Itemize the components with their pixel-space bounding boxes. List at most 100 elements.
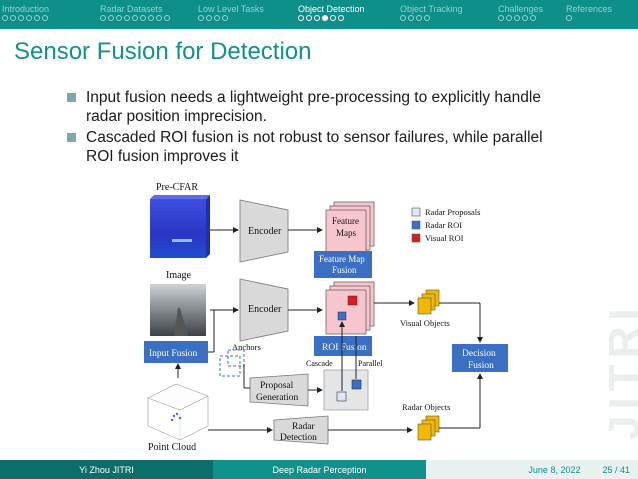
visual-objects-label: Visual Objects xyxy=(400,318,450,328)
nav-slide-dot[interactable] xyxy=(26,15,32,21)
nav-slide-dot[interactable] xyxy=(298,15,304,21)
nav-slide-dot[interactable] xyxy=(42,15,48,21)
nav-section-5[interactable]: Challenges xyxy=(498,0,594,29)
footer-bar: Yi Zhou JITRI Deep Radar Perception June… xyxy=(0,460,638,479)
decision-fusion-label: Decision xyxy=(462,349,496,359)
nav-section-4[interactable]: Object Tracking xyxy=(400,0,496,29)
nav-section-label[interactable]: Introduction xyxy=(2,4,50,14)
footer-meta: June 8, 2022 25 / 41 xyxy=(426,460,638,479)
nav-section-dots xyxy=(100,15,170,21)
proposal-generation-label: Generation xyxy=(256,393,298,403)
nav-slide-dot[interactable] xyxy=(522,15,528,21)
nav-section-label[interactable]: Low Level Tasks xyxy=(198,4,264,14)
nav-slide-dot[interactable] xyxy=(116,15,122,21)
bullet-item: Cascaded ROI fusion is not robust to sen… xyxy=(66,128,566,166)
nav-slide-dot[interactable] xyxy=(424,15,430,21)
pre-cfar-label: Pre-CFAR xyxy=(156,182,198,193)
slide-title: Sensor Fusion for Detection xyxy=(14,38,312,65)
nav-section-label[interactable]: Object Tracking xyxy=(400,4,463,14)
nav-slide-dot[interactable] xyxy=(222,15,228,21)
nav-slide-dot[interactable] xyxy=(132,15,138,21)
image-label: Image xyxy=(166,270,192,281)
legend-item: Visual ROI xyxy=(425,233,464,243)
nav-slide-dot[interactable] xyxy=(18,15,24,21)
nav-slide-dot[interactable] xyxy=(416,15,422,21)
nav-slide-dot[interactable] xyxy=(498,15,504,21)
nav-section-1[interactable]: Radar Datasets xyxy=(100,0,196,29)
nav-slide-dot[interactable] xyxy=(100,15,106,21)
proposal-generation-block xyxy=(249,373,309,407)
radar-detection-label: Radar xyxy=(292,422,316,432)
radar-objects-label: Radar Objects xyxy=(402,402,450,412)
nav-slide-dot[interactable] xyxy=(10,15,16,21)
decision-fusion-label: Fusion xyxy=(468,361,494,371)
nav-section-3[interactable]: Object Detection xyxy=(298,0,394,29)
pre-cfar-image xyxy=(150,195,210,258)
nav-slide-dot[interactable] xyxy=(330,15,336,21)
radar-detection-block xyxy=(273,415,329,445)
footer-talk-title: Deep Radar Perception xyxy=(213,460,426,479)
encoder-block-top xyxy=(239,199,289,263)
anchors-icon xyxy=(219,349,245,377)
nav-slide-dot[interactable] xyxy=(108,15,114,21)
feature-maps-label: Feature xyxy=(332,216,359,226)
nav-slide-dot[interactable] xyxy=(400,15,406,21)
bullet-list: Input fusion needs a lightweight pre-pro… xyxy=(66,88,566,168)
nav-slide-dot[interactable] xyxy=(514,15,520,21)
nav-section-dots xyxy=(298,15,344,21)
footer-page-number: 25 / 41 xyxy=(602,464,630,475)
nav-section-label[interactable]: References xyxy=(566,4,613,14)
feature-maps-label: Maps xyxy=(336,228,356,238)
nav-slide-dot[interactable] xyxy=(214,15,220,21)
footer-date: June 8, 2022 xyxy=(528,464,581,475)
feature-map-fusion-box xyxy=(314,251,372,278)
input-fusion-label: Input Fusion xyxy=(149,349,198,359)
nav-slide-dot[interactable] xyxy=(506,15,512,21)
nav-section-dots xyxy=(400,15,430,21)
nav-slide-dot[interactable] xyxy=(206,15,212,21)
nav-section-label[interactable]: Challenges xyxy=(498,4,544,14)
visual-objects-stack xyxy=(417,289,440,315)
bullet-item: Input fusion needs a lightweight pre-pro… xyxy=(66,88,566,126)
nav-section-label[interactable]: Object Detection xyxy=(298,4,365,14)
nav-section-0[interactable]: Introduction xyxy=(2,0,98,29)
decision-fusion-box xyxy=(452,344,508,372)
nav-section-6[interactable]: References xyxy=(566,0,638,29)
anchors-label: Anchors xyxy=(232,342,261,352)
nav-slide-dot[interactable] xyxy=(198,15,204,21)
point-cloud-label: Point Cloud xyxy=(148,442,196,453)
nav-slide-dot[interactable] xyxy=(338,15,344,21)
camera-image xyxy=(150,284,206,336)
nav-slide-dot[interactable] xyxy=(530,15,536,21)
footer-author: Yi Zhou JITRI xyxy=(0,460,213,479)
proposal-generation-label: Proposal xyxy=(260,381,294,391)
feature-map-fusion-label: Feature Map xyxy=(319,254,365,264)
encoder-label-top: Encoder xyxy=(248,226,282,237)
roi-fusion-label: ROI Fusion xyxy=(322,343,367,353)
input-fusion-box xyxy=(144,341,208,363)
nav-slide-dot[interactable] xyxy=(306,15,312,21)
nav-section-2[interactable]: Low Level Tasks xyxy=(198,0,294,29)
nav-slide-dot[interactable] xyxy=(124,15,130,21)
nav-section-dots xyxy=(566,15,572,21)
nav-slide-dot[interactable] xyxy=(314,15,320,21)
nav-slide-dot[interactable] xyxy=(156,15,162,21)
nav-section-dots xyxy=(2,15,48,21)
radar-objects-stack xyxy=(417,415,440,441)
nav-slide-dot[interactable] xyxy=(148,15,154,21)
roi-selection-box xyxy=(323,369,369,411)
nav-slide-dot[interactable] xyxy=(566,15,572,21)
nav-section-dots xyxy=(498,15,536,21)
nav-section-dots xyxy=(198,15,228,21)
fusion-diagram: Pre-CFAR Image Encoder Encoder Feature M… xyxy=(144,182,508,453)
nav-slide-dot[interactable] xyxy=(34,15,40,21)
nav-slide-dot[interactable] xyxy=(408,15,414,21)
nav-slide-dot[interactable] xyxy=(164,15,170,21)
cascade-label: Cascade xyxy=(306,359,333,368)
radar-detection-label: Detection xyxy=(280,433,317,443)
nav-slide-dot[interactable] xyxy=(322,15,328,21)
nav-slide-dot[interactable] xyxy=(140,15,146,21)
parallel-label: Parallel xyxy=(358,359,383,368)
nav-section-label[interactable]: Radar Datasets xyxy=(100,4,163,14)
nav-slide-dot[interactable] xyxy=(2,15,8,21)
